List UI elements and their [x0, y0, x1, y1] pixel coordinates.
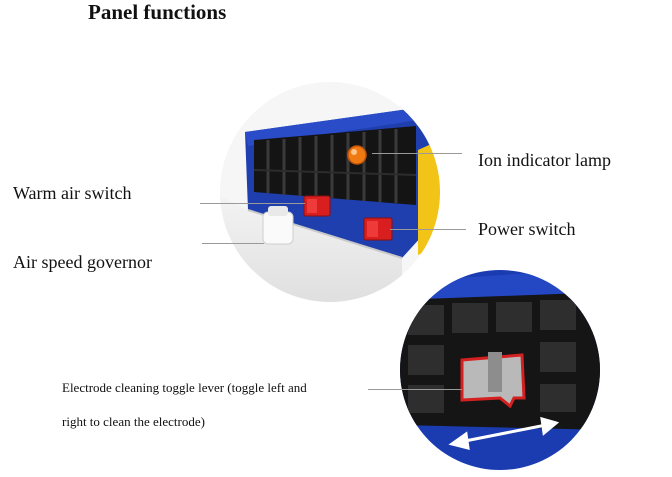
vent-grille [253, 126, 417, 205]
warm-air-switch-label: Warm air switch [13, 183, 132, 203]
leader-warm-air [200, 203, 305, 204]
leader-electrode [368, 389, 462, 390]
warm-air-switch-icon [303, 195, 331, 217]
ion-indicator-lamp-label: Ion indicator lamp [478, 150, 611, 170]
electrode-lever-label-line2: right to clean the electrode) [62, 414, 205, 429]
page-title: Panel functions [88, 0, 227, 24]
electrode-lever-label-line1: Electrode cleaning toggle lever (toggle … [62, 380, 307, 395]
ion-lamp-icon [347, 145, 367, 165]
double-arrow-icon [448, 416, 560, 450]
air-speed-governor-label: Air speed governor [13, 252, 152, 272]
power-switch-label: Power switch [478, 219, 576, 239]
air-speed-knob [262, 206, 294, 245]
leader-power [390, 229, 466, 230]
electrode-lever-icon [460, 352, 526, 409]
leader-ion-lamp [372, 153, 462, 154]
power-switch-icon [363, 217, 393, 241]
leader-air-speed [202, 243, 264, 244]
